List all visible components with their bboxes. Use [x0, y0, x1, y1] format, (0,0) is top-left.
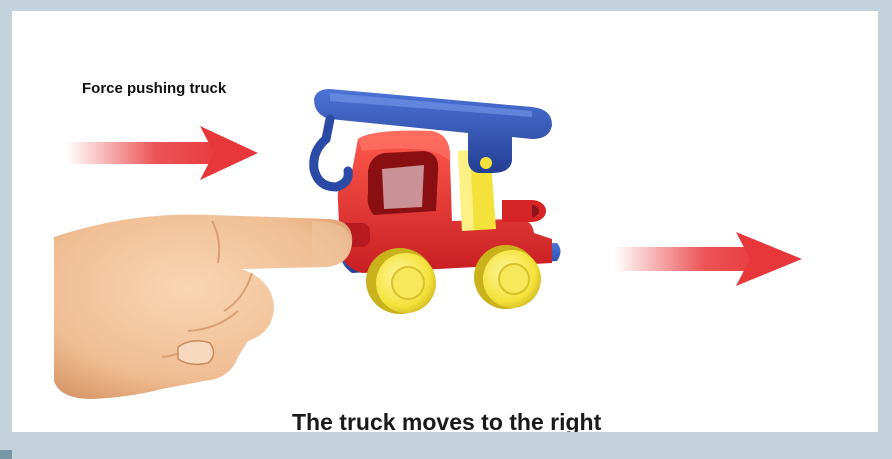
bottom-border	[0, 448, 892, 459]
push-arrow-left	[67, 126, 258, 180]
illustration	[12, 11, 878, 432]
corner-accent	[0, 450, 12, 459]
pointing-hand-icon	[54, 214, 352, 399]
diagram-panel: Force pushing truck The truck moves to t…	[12, 11, 878, 432]
toy-truck	[314, 89, 561, 314]
caption: The truck moves to the right	[292, 409, 601, 432]
motion-arrow-right	[614, 232, 802, 286]
force-label: Force pushing truck	[82, 80, 226, 97]
